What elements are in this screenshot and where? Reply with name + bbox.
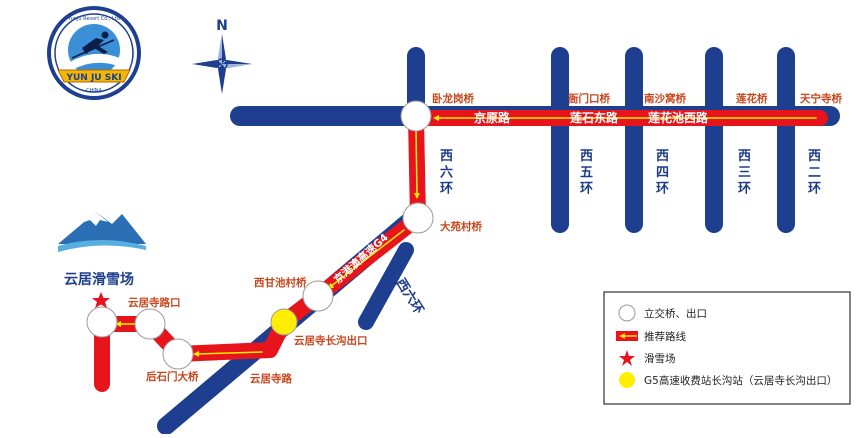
legend-item-interchange: 立交桥、出口 xyxy=(644,307,707,320)
legend-item-route: 推荐路线 xyxy=(644,330,686,343)
logo-bottom-text: CHINA xyxy=(86,88,102,94)
node-dayuancun xyxy=(402,202,434,234)
node-changgou-toll xyxy=(270,308,298,336)
legend-item-toll: G5高速收费站长沟站（云居寺长沟出口） xyxy=(644,374,837,387)
label-changgou-exit: 云居寺长沟出口 xyxy=(294,334,368,347)
skier-icon xyxy=(82,38,108,54)
node-xiganchi xyxy=(302,280,334,312)
label-xiganchi: 西甘池村桥 xyxy=(254,276,307,289)
label-lianhua: 莲花桥 xyxy=(736,92,768,105)
resort-star-icon xyxy=(92,292,110,308)
legend-box xyxy=(603,291,851,405)
label-yunjusilukou: 云居寺路口 xyxy=(128,296,181,309)
logo-top-text: YunJu Resort Co., Ltd xyxy=(67,16,120,22)
road-xierhuan: 西二环 xyxy=(808,149,821,197)
node-yunjusilukou xyxy=(134,308,166,340)
road-xiwuhuan: 西五环 xyxy=(580,149,593,197)
mountain-icon xyxy=(58,212,146,252)
node-houshimen xyxy=(162,338,194,370)
compass-north-label: N xyxy=(216,18,228,34)
label-wolonggang: 卧龙岗桥 xyxy=(432,92,474,105)
label-yunjusilu: 云居寺路 xyxy=(250,372,292,385)
label-dayuancun: 大苑村桥 xyxy=(440,220,482,233)
label-houshimen: 后石门大桥 xyxy=(146,370,199,383)
road-lianhuachi-west: 莲花池西路 xyxy=(648,110,709,125)
resort-name: 云居滑雪场 xyxy=(64,271,134,288)
node-wolonggang xyxy=(400,100,432,132)
road-xisihuan: 西四环 xyxy=(656,149,669,197)
road-xiliuhuan-1: 西六环 xyxy=(440,149,453,197)
compass-icon: N xyxy=(192,18,252,94)
road-xisanhuan: 西三环 xyxy=(738,149,751,197)
yellow-circle-icon xyxy=(619,372,635,388)
red-star-icon xyxy=(619,350,635,366)
white-circle-icon xyxy=(618,304,636,322)
road-xiliuhuan-2: 西六环 xyxy=(393,276,427,318)
legend: 立交桥、出口 推荐路线 滑雪场 G5高速收费站长沟站（云居寺长沟出口） xyxy=(603,291,851,405)
label-tianning: 天宁寺桥 xyxy=(800,92,842,105)
label-nanshawo: 南沙窝桥 xyxy=(644,92,686,105)
company-logo: YUN JU SKI YunJu Resort Co., Ltd CHINA xyxy=(47,6,141,100)
label-yamenkou: 衙门口桥 xyxy=(567,92,610,105)
logo-band-text: YUN JU SKI xyxy=(65,73,121,83)
road-lianshi-east: 莲石东路 xyxy=(570,110,619,125)
legend-item-resort: 滑雪场 xyxy=(644,352,676,365)
interchange-nodes xyxy=(86,100,434,370)
recommended-route xyxy=(94,110,828,392)
node-resort-entry xyxy=(86,306,118,338)
road-jingyuan: 京原路 xyxy=(474,110,511,125)
